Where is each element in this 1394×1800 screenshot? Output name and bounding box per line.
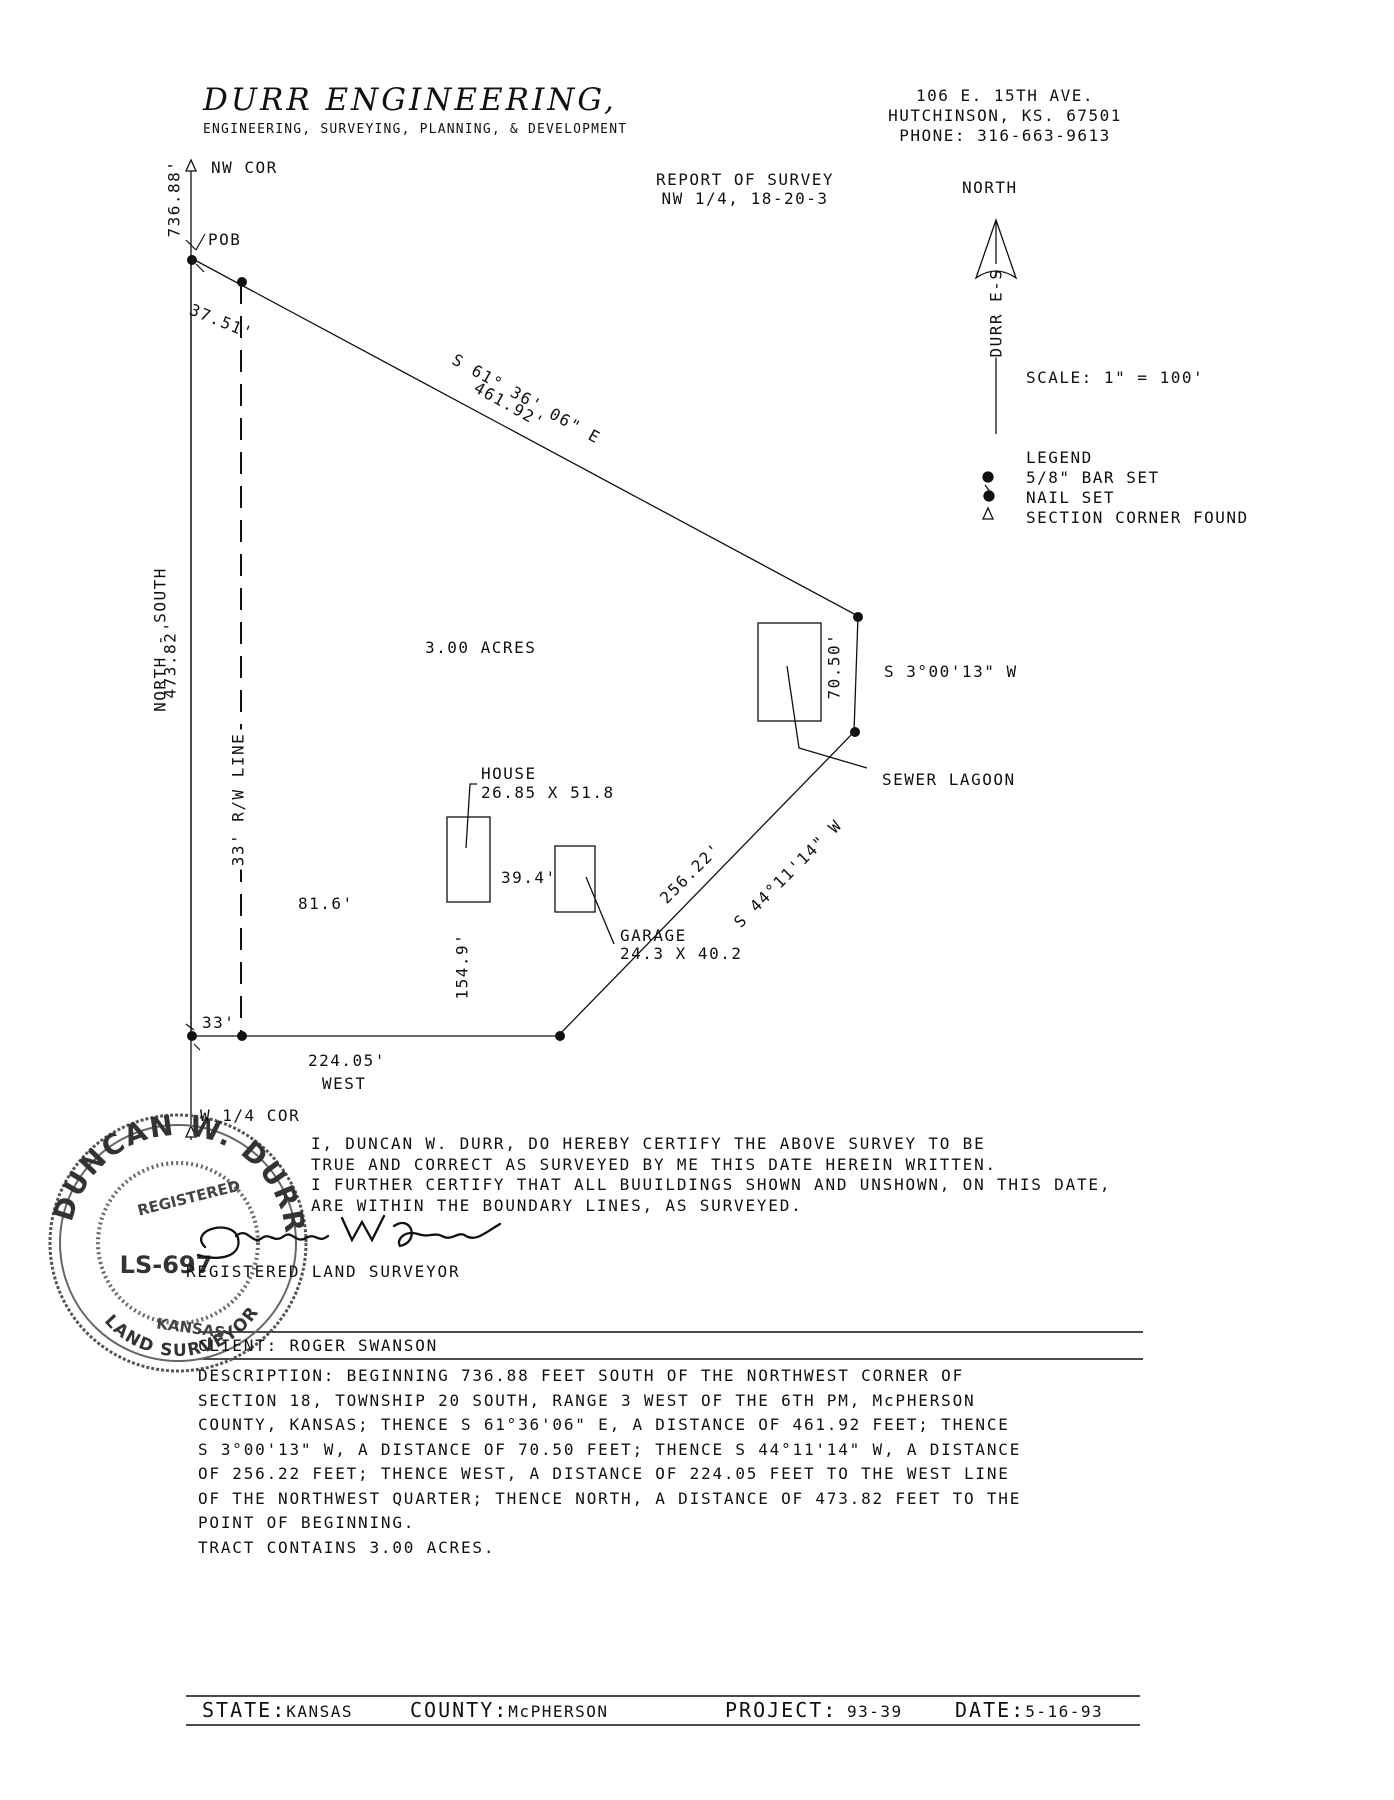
footer-county-value: McPHERSON — [508, 1702, 609, 1721]
description-line: DESCRIPTION: BEGINNING 736.88 FEET SOUTH… — [198, 1366, 964, 1385]
address-line-1: 106 E. 15TH AVE. — [915, 86, 1095, 105]
sewer-lagoon-label: SEWER LAGOON — [882, 770, 1016, 789]
garage-dims-label: 24.3 X 40.2 — [620, 944, 743, 963]
garage-outline — [554, 845, 596, 913]
client-line: CLIENT: ROGER SWANSON — [198, 1336, 439, 1355]
phone-line: PHONE: 316-663-9613 — [899, 126, 1111, 145]
footer-county: COUNTY:McPHERSON — [410, 1698, 609, 1722]
ne-monument — [853, 612, 863, 622]
firm-address: 106 E. 15TH AVE. HUTCHINSON, KS. 67501 P… — [870, 86, 1140, 146]
south-bearing-label: WEST — [322, 1074, 367, 1093]
south-monument — [555, 1031, 565, 1041]
footer-date: DATE:5-16-93 — [955, 1698, 1103, 1722]
description-line: OF THE NORTHWEST QUARTER; THENCE NORTH, … — [198, 1488, 1022, 1508]
cert-line: TRUE AND CORRECT AS SURVEYED BY ME THIS … — [311, 1154, 997, 1174]
svg-text:DUNCAN W. DURR: DUNCAN W. DURR — [46, 1109, 312, 1237]
legend-nail-symbol — [983, 490, 995, 502]
footer-state-key: STATE: — [202, 1698, 287, 1722]
sewer-lagoon-outline — [757, 622, 822, 722]
w-quarter-corner-marker — [184, 1124, 198, 1138]
report-title-block: REPORT OF SURVEY NW 1/4, 18-20-3 — [630, 170, 860, 208]
pob-pointer — [185, 233, 206, 251]
row-monument-south — [237, 1031, 247, 1041]
row-offset-bottom-label: 33' — [202, 1013, 236, 1032]
dist-to-pob-label: 736.88' — [164, 159, 184, 238]
cert-line: I FURTHER CERTIFY THAT ALL BUUILDINGS SH… — [311, 1175, 1112, 1194]
seal-top-text: DUNCAN W. DURR — [46, 1109, 310, 1237]
cert-line: ARE WITHIN THE BOUNDARY LINES, AS SURVEY… — [311, 1195, 803, 1215]
footer-state-value: KANSAS — [286, 1702, 354, 1721]
firm-services: ENGINEERING, SURVEYING, PLANNING, & DEVE… — [203, 122, 628, 137]
cert-line: I, DUNCAN W. DURR, DO HEREBY CERTIFY THE… — [311, 1134, 986, 1153]
description-line: TRACT CONTAINS 3.00 ACRES. — [198, 1537, 496, 1557]
seal-registered: REGISTERED — [136, 1177, 242, 1220]
description-line: POINT OF BEGINNING. — [198, 1513, 416, 1532]
report-title: REPORT OF SURVEY — [655, 170, 835, 189]
house-dims-label: 26.85 X 51.8 — [481, 783, 615, 802]
scale-label: SCALE: 1" = 100' — [1026, 368, 1205, 387]
report-location: NW 1/4, 18-20-3 — [661, 189, 829, 208]
east-bearing-label: S 3°00'13" W — [884, 662, 1018, 681]
surveyor-seal: DUNCAN W. DURR LAND SURVEYOR REGISTERED … — [46, 1109, 312, 1373]
row-line-label: 33' R/W LINE — [228, 729, 248, 870]
footer-project-value: 93-39 — [846, 1702, 903, 1721]
w-quarter-corner-label: W 1/4 COR — [200, 1106, 301, 1125]
footer-date-key: DATE: — [955, 1698, 1026, 1722]
firm-name: DURR ENGINEERING, — [203, 82, 617, 118]
legal-description: DESCRIPTION: BEGINNING 736.88 FEET SOUTH… — [198, 1364, 1021, 1560]
legend-bar-symbol — [982, 471, 994, 483]
garage-leader — [585, 876, 615, 945]
footer-county-key: COUNTY: — [410, 1698, 509, 1722]
house-to-row-label: 81.6' — [298, 894, 354, 913]
west-distance-label: 473.82' — [160, 620, 180, 699]
seal-number: LS-697 — [120, 1251, 213, 1279]
house-outline — [446, 816, 491, 903]
nw-corner-label: NW COR — [211, 158, 278, 177]
house-leader — [465, 783, 477, 849]
legend-item-corner-found: SECTION CORNER FOUND — [1026, 508, 1249, 527]
sw-monument — [187, 1031, 197, 1041]
garage-label: GARAGE — [620, 926, 687, 945]
address-line-2: HUTCHINSON, KS. 67501 — [888, 106, 1122, 125]
house-to-south-label: 154.9' — [452, 932, 472, 1000]
north-label: NORTH — [962, 178, 1018, 197]
legend-corner-symbol — [981, 506, 995, 520]
sw-ticks — [185, 1023, 201, 1051]
description-line: COUNTY, KANSAS; THENCE S 61°36'06" E, A … — [198, 1415, 1010, 1434]
legend-item-bar-set: 5/8" BAR SET — [1026, 468, 1160, 487]
certification-text: I, DUNCAN W. DURR, DO HEREBY CERTIFY THE… — [311, 1134, 1111, 1216]
footer-date-value: 5-16-93 — [1025, 1702, 1104, 1721]
acreage-label: 3.00 ACRES — [425, 638, 537, 657]
legend-title: LEGEND — [1026, 448, 1093, 467]
surveyor-signature — [196, 1214, 502, 1259]
north-arrow-stem-text: DURR E-S — [986, 268, 1006, 358]
pob-label: POB — [208, 230, 242, 249]
house-label: HOUSE — [481, 764, 537, 783]
tract-boundary — [190, 257, 859, 1037]
legend-item-nail-set: NAIL SET — [1026, 488, 1116, 507]
row-monument-north — [237, 277, 247, 287]
footer-state: STATE:KANSAS — [202, 1698, 353, 1722]
south-distance-label: 224.05' — [308, 1051, 386, 1070]
pob-monument — [187, 255, 197, 265]
surveyor-title: REGISTERED LAND SURVEYOR — [186, 1262, 461, 1281]
house-garage-gap-label: 39.4' — [501, 868, 557, 887]
description-line: S 3°00'13" W, A DISTANCE OF 70.50 FEET; … — [198, 1439, 1022, 1459]
east-monument — [850, 727, 860, 737]
lagoon-leader — [786, 665, 868, 769]
pob-tick — [195, 263, 205, 273]
footer-project: PROJECT: 93-39 — [725, 1698, 903, 1722]
nw-corner-marker — [184, 158, 198, 172]
description-line: SECTION 18, TOWNSHIP 20 SOUTH, RANGE 3 W… — [198, 1390, 976, 1410]
description-line: OF 256.22 FEET; THENCE WEST, A DISTANCE … — [198, 1464, 1010, 1483]
footer-project-key: PROJECT: — [725, 1698, 838, 1722]
east-distance-label: 70.50' — [824, 632, 844, 700]
